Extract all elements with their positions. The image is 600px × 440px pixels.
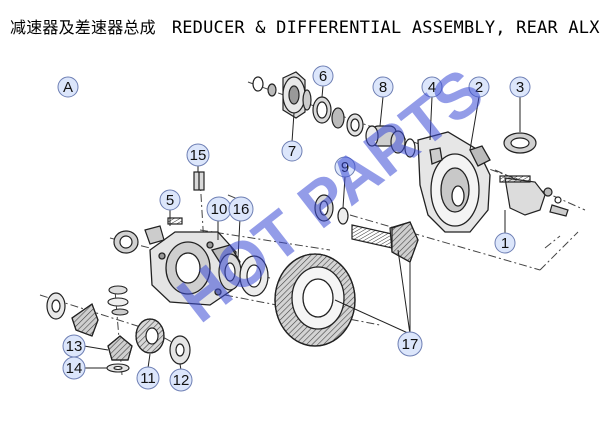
svg-text:9: 9: [341, 159, 349, 176]
callout-11: 11: [136, 366, 160, 390]
svg-text:11: 11: [140, 370, 156, 387]
svg-text:13: 13: [66, 338, 83, 355]
callout-15: 15: [186, 143, 210, 167]
callout-13: 13: [62, 334, 86, 358]
callout-section-A: A: [57, 76, 79, 98]
section-label: A: [63, 79, 73, 96]
callout-5: 5: [159, 189, 181, 211]
svg-text:7: 7: [288, 143, 296, 160]
callout-10: 10: [206, 196, 232, 222]
thrust-washer-part-14: [106, 363, 130, 373]
callout-7: 7: [281, 140, 303, 162]
carrier-housing-part-4: [417, 131, 491, 233]
pinion-shaft-part-15: [193, 171, 205, 191]
svg-text:16: 16: [233, 201, 250, 218]
thrust-washer-part-12: [169, 335, 191, 365]
bearing-part-16: [218, 253, 269, 297]
companion-flange-part-7: [252, 71, 312, 119]
svg-text:17: 17: [402, 336, 419, 353]
bearing-cup-part-5-area: [113, 217, 183, 254]
bearing-cap-part-1: [499, 175, 569, 217]
svg-text:1: 1: [501, 235, 509, 252]
svg-text:4: 4: [428, 79, 436, 96]
diagram-title: 减速器及差速器总成 REDUCER & DIFFERENTIAL ASSEMBLY…: [10, 14, 600, 38]
callout-12: 12: [169, 368, 193, 392]
pinion-gear-part-13: [107, 335, 133, 361]
side-gear-part-11: [135, 318, 165, 354]
callout-1: 1: [494, 232, 516, 254]
svg-text:3: 3: [516, 79, 524, 96]
callout-17: 17: [397, 331, 423, 357]
svg-text:8: 8: [379, 79, 387, 96]
bearing-part-8: [346, 113, 416, 158]
oil-seal-part-6: [312, 96, 345, 129]
title-english: REDUCER & DIFFERENTIAL ASSEMBLY, REAR AL…: [171, 18, 600, 38]
svg-text:6: 6: [319, 68, 327, 85]
callout-14: 14: [62, 356, 86, 380]
title-chinese: 减速器及差速器总成: [10, 18, 156, 37]
callout-2: 2: [468, 76, 490, 98]
svg-text:12: 12: [173, 372, 190, 389]
side-gear-left: [46, 292, 99, 337]
svg-text:14: 14: [66, 360, 83, 377]
svg-text:15: 15: [190, 147, 207, 164]
drive-pinion-part-9: [314, 194, 419, 263]
callout-16: 16: [228, 196, 254, 222]
callout-3: 3: [509, 76, 531, 98]
callout-6: 6: [312, 65, 334, 87]
callouts: A 1 2 3 4 5 6: [57, 65, 531, 392]
ring-gear-part-17: [274, 253, 356, 347]
callout-9: 9: [334, 156, 356, 178]
callout-8: 8: [372, 76, 394, 98]
leader-lines: [83, 85, 521, 371]
thrust-washer-stack: [107, 285, 129, 316]
svg-text:2: 2: [475, 79, 483, 96]
callout-4: 4: [421, 76, 443, 98]
svg-text:10: 10: [211, 201, 228, 218]
svg-text:5: 5: [166, 192, 174, 209]
oil-seal-part-3: [503, 132, 537, 154]
